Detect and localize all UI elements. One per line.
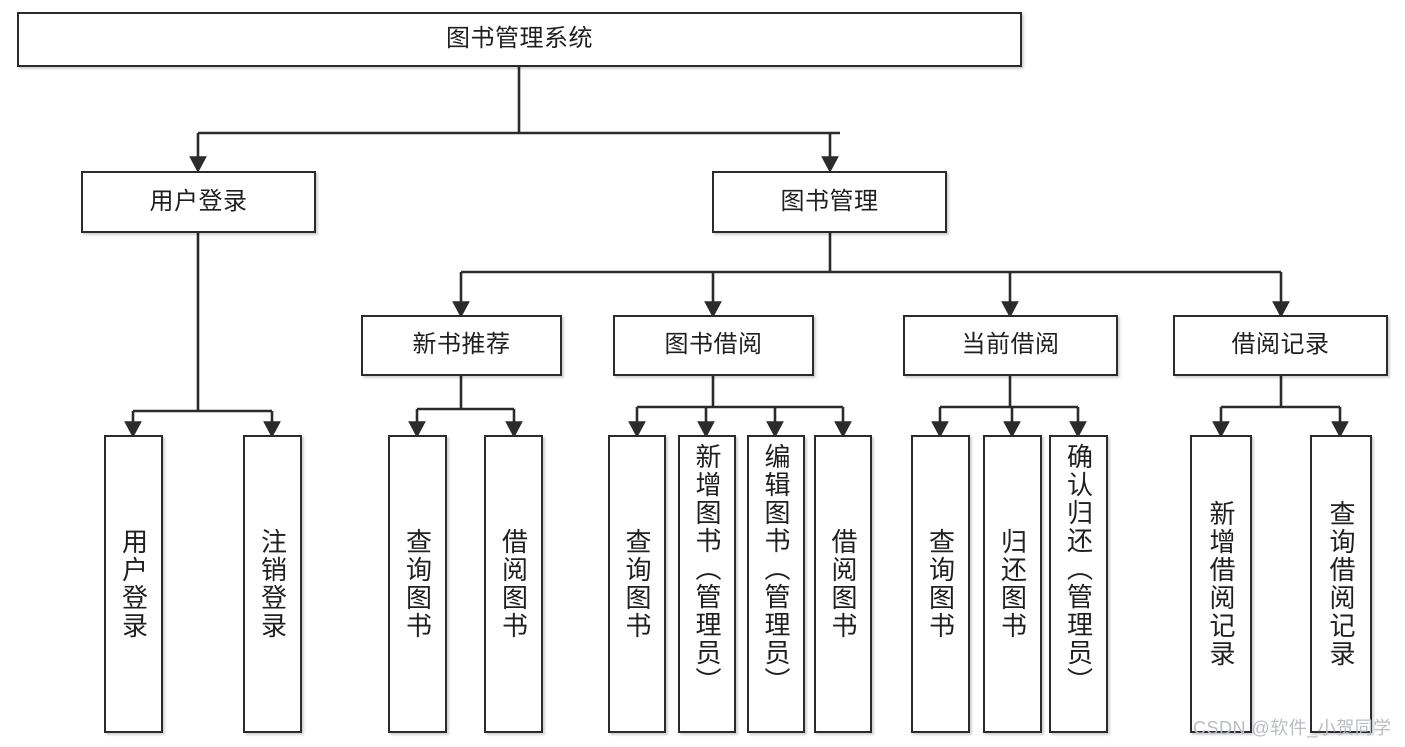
node-current-borrow[interactable]: 当前借阅 xyxy=(903,315,1118,376)
node-book-borrow[interactable]: 图书借阅 xyxy=(613,315,814,376)
node-book-manage[interactable]: 图书管理 xyxy=(712,171,947,233)
leaf-query-book-b-label: 查询图书 xyxy=(622,528,652,640)
leaf-user-login-label: 用户登录 xyxy=(118,528,149,640)
leaf-query-book-c-label: 查询图书 xyxy=(925,528,956,640)
leaf-borrow-book-a[interactable]: 借阅图书 xyxy=(484,435,543,733)
leaf-query-record-label: 查询借阅记录 xyxy=(1326,500,1356,668)
node-new-book-rec-label: 新书推荐 xyxy=(412,331,511,359)
leaf-borrow-book-a-label: 借阅图书 xyxy=(498,528,529,640)
node-borrow-record[interactable]: 借阅记录 xyxy=(1173,315,1388,376)
leaf-query-book-a[interactable]: 查询图书 xyxy=(388,435,447,733)
leaf-add-book-label: 新增图书（管理员） xyxy=(692,443,722,695)
leaf-return-book-label: 归还图书 xyxy=(997,528,1028,640)
leaf-query-record[interactable]: 查询借阅记录 xyxy=(1310,435,1372,733)
node-book-borrow-label: 图书借阅 xyxy=(664,331,763,359)
leaf-edit-book[interactable]: 编辑图书（管理员） xyxy=(747,435,805,733)
node-root-label: 图书管理系统 xyxy=(446,25,593,53)
node-root[interactable]: 图书管理系统 xyxy=(17,12,1022,67)
node-user-login-label: 用户登录 xyxy=(149,187,248,215)
leaf-add-record-label: 新增借阅记录 xyxy=(1206,500,1236,668)
leaf-confirm-return[interactable]: 确认归还（管理员） xyxy=(1049,435,1108,733)
leaf-edit-book-label: 编辑图书（管理员） xyxy=(761,443,791,695)
leaf-query-book-c[interactable]: 查询图书 xyxy=(911,435,970,733)
leaf-query-book-a-label: 查询图书 xyxy=(402,528,433,640)
leaf-user-login[interactable]: 用户登录 xyxy=(104,435,163,733)
leaf-add-record[interactable]: 新增借阅记录 xyxy=(1190,435,1252,733)
leaf-borrow-book-b-label: 借阅图书 xyxy=(828,528,858,640)
leaf-logout[interactable]: 注销登录 xyxy=(243,435,302,733)
leaf-logout-label: 注销登录 xyxy=(257,528,288,640)
leaf-borrow-book-b[interactable]: 借阅图书 xyxy=(814,435,872,733)
node-user-login[interactable]: 用户登录 xyxy=(81,171,316,233)
leaf-confirm-return-label: 确认归还（管理员） xyxy=(1063,443,1094,695)
node-book-manage-label: 图书管理 xyxy=(780,187,879,215)
node-new-book-rec[interactable]: 新书推荐 xyxy=(361,315,562,376)
leaf-add-book[interactable]: 新增图书（管理员） xyxy=(678,435,736,733)
node-borrow-record-label: 借阅记录 xyxy=(1231,331,1330,359)
leaf-return-book[interactable]: 归还图书 xyxy=(983,435,1042,733)
leaf-query-book-b[interactable]: 查询图书 xyxy=(608,435,666,733)
node-current-borrow-label: 当前借阅 xyxy=(961,331,1060,359)
